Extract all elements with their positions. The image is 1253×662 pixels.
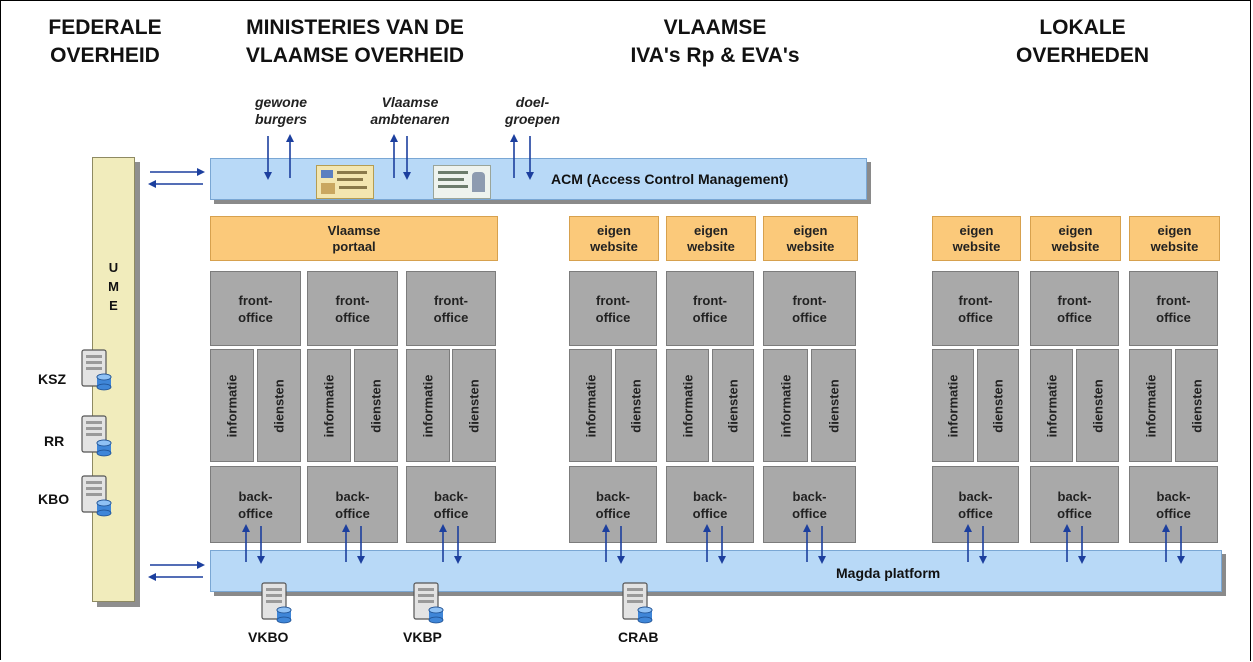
informatie-box: informatie [307, 349, 351, 462]
back-office-box: back- office [307, 466, 398, 543]
server-crab-icon [622, 582, 653, 624]
server-vkbp-icon [413, 582, 444, 624]
label-rr: RR [44, 433, 65, 449]
informatie-box: informatie [210, 349, 254, 462]
informatie-box: informatie [1030, 349, 1073, 462]
label-vkbo: VKBO [248, 629, 289, 645]
front-office-box: front- office [1030, 271, 1119, 346]
label-vkbp: VKBP [403, 629, 442, 645]
header-federale-overheid: FEDERALE OVERHEID [48, 16, 162, 67]
eigen-website-box: eigen website [1129, 216, 1220, 261]
diensten-box: diensten [615, 349, 657, 462]
header-vlaamse-iva: VLAAMSE IVA's Rp & EVA's [630, 16, 800, 67]
label-ksz: KSZ [38, 371, 66, 387]
back-office-box: back- office [406, 466, 496, 543]
back-office-box: back- office [666, 466, 754, 543]
eigen-website-box: eigen website [1030, 216, 1121, 261]
id-card-icon [433, 165, 491, 199]
back-office-box: back- office [210, 466, 301, 543]
informatie-box: informatie [763, 349, 808, 462]
diensten-box: diensten [811, 349, 856, 462]
server-rr-icon [81, 415, 112, 457]
ume-label: U M E [108, 260, 119, 313]
diensten-box: diensten [257, 349, 301, 462]
diensten-box: diensten [977, 349, 1019, 462]
front-office-box: front- office [307, 271, 398, 346]
front-office-box: front- office [932, 271, 1019, 346]
magda-platform-bar: Magda platform [210, 550, 1222, 592]
back-office-box: back- office [932, 466, 1019, 543]
header-lokale-overheden: LOKALE OVERHEDEN [1015, 16, 1150, 67]
diensten-box: diensten [452, 349, 496, 462]
server-kbo-icon [81, 475, 112, 517]
front-office-box: front- office [406, 271, 496, 346]
front-office-box: front- office [1129, 271, 1218, 346]
diensten-box: diensten [712, 349, 754, 462]
magda-platform-label: Magda platform [836, 565, 941, 581]
eigen-website-box: eigen website [763, 216, 858, 261]
header-ministeries: MINISTERIES VAN DE VLAAMSE OVERHEID [245, 16, 465, 67]
front-office-box: front- office [569, 271, 657, 346]
informatie-box: informatie [1129, 349, 1172, 462]
back-office-box: back- office [569, 466, 657, 543]
diensten-box: diensten [354, 349, 398, 462]
vlaamse-portaal-box: Vlaamse portaal [210, 216, 498, 261]
diensten-box: diensten [1175, 349, 1218, 462]
front-office-box: front- office [666, 271, 754, 346]
acm-bar: ACM (Access Control Management) [210, 158, 867, 200]
informatie-box: informatie [406, 349, 450, 462]
label-vlaamse-ambtenaren: Vlaamse ambtenaren [370, 94, 450, 127]
eigen-website-box: eigen website [932, 216, 1021, 261]
eid-card-icon [316, 165, 374, 199]
eigen-website-box: eigen website [569, 216, 659, 261]
label-kbo: KBO [38, 491, 70, 507]
label-doelgroepen: doel- groepen [504, 94, 561, 127]
informatie-box: informatie [569, 349, 612, 462]
acm-label: ACM (Access Control Management) [551, 171, 789, 187]
server-vkbo-icon [261, 582, 292, 624]
informatie-box: informatie [666, 349, 709, 462]
front-office-box: front- office [763, 271, 856, 346]
back-office-box: back- office [1129, 466, 1218, 543]
label-gewone-burgers: gewone burgers [254, 94, 308, 127]
diensten-box: diensten [1076, 349, 1119, 462]
informatie-box: informatie [932, 349, 974, 462]
label-crab: CRAB [618, 629, 659, 645]
front-office-box: front- office [210, 271, 301, 346]
eigen-website-box: eigen website [666, 216, 756, 261]
server-ksz-icon [81, 349, 112, 391]
back-office-box: back- office [1030, 466, 1119, 543]
